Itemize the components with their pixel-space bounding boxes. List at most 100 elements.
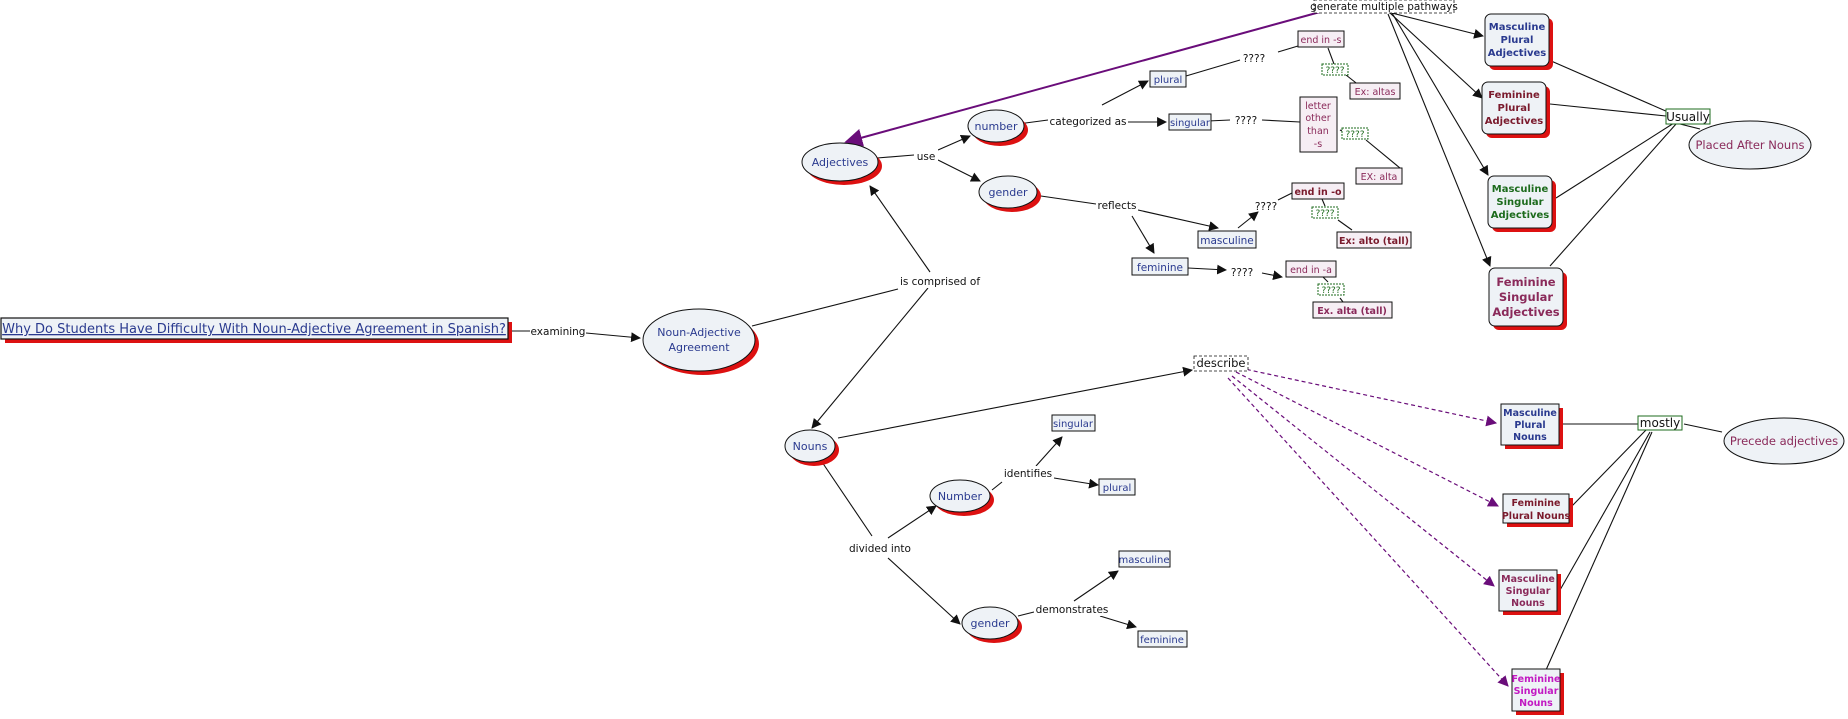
svg-text:Ex: altas: Ex: altas [1355,87,1396,98]
svg-text:Nouns: Nouns [1511,598,1545,609]
q-box: ???? [1341,127,1369,140]
title-node[interactable]: Why Do Students Have Difficulty With Nou… [0,317,512,343]
svg-text:Adjectives: Adjectives [1485,116,1544,127]
box-end-in-o: end in -o [1291,182,1345,200]
noun-type-feminine-singular: Feminine Singular Nouns [1511,668,1564,715]
svg-text:Adjectives: Adjectives [1492,305,1559,319]
svg-text:Feminine: Feminine [1496,275,1555,289]
link-qmarks-masculine: ???? [1255,201,1277,213]
box-singular: singular [1168,113,1212,131]
box-end-in-a: end in -a [1285,260,1337,278]
box-plural: plural [1149,70,1187,88]
link-divided-into: divided into [849,543,911,555]
box-noun-feminine: feminine [1137,630,1188,648]
concept-adj-number: number [967,109,1028,146]
svg-text:Ex: alto (tall): Ex: alto (tall) [1339,236,1409,247]
box-noun-plural: plural [1098,478,1136,496]
concept-label: Number [938,490,983,503]
link-generate-multiple-pathways: generate multiple pathways [1310,1,1458,13]
svg-text:end in -a: end in -a [1290,265,1332,276]
box-ex-alto: Ex: alto (tall) [1336,231,1412,249]
svg-text:Plural: Plural [1501,35,1534,46]
link-mostly: mostly [1640,416,1680,430]
svg-text:Feminine: Feminine [1512,498,1561,509]
concept-adjectives: Adjectives [801,142,882,185]
link-is-comprised-of: is comprised of [900,276,980,288]
svg-text:other: other [1305,113,1330,124]
link-usually: Usually [1666,110,1710,124]
q-box: ???? [1317,283,1345,296]
link-labels: examining is comprised of use categorize… [530,0,1711,616]
svg-text:end in -o: end in -o [1294,187,1342,198]
q-box: ???? [1311,206,1339,219]
svg-text:Singular: Singular [1506,586,1551,597]
concept-label: Agreement [668,341,730,354]
link-qmarks-feminine: ???? [1231,267,1253,279]
svg-text:Ex. alta (tall): Ex. alta (tall) [1317,306,1387,317]
svg-text:Feminine: Feminine [1488,90,1540,101]
noun-type-feminine-plural: Feminine Plural Nouns [1502,493,1573,527]
link-categorized-as: categorized as [1050,116,1127,128]
svg-text:????: ???? [1315,209,1334,219]
svg-text:than: than [1307,126,1329,137]
concept-label: Nouns [793,440,828,453]
describe-arrows [1227,367,1509,687]
adj-type-feminine-singular: Feminine Singular Adjectives [1488,267,1567,330]
concept-label: Adjectives [812,156,869,169]
svg-text:EX: alta: EX: alta [1361,172,1398,183]
svg-text:Nouns: Nouns [1519,698,1553,709]
adj-type-masculine-singular: Masculine Singular Adjectives [1487,175,1556,232]
svg-text:masculine: masculine [1119,555,1170,566]
svg-text:-s: -s [1314,139,1322,150]
concept-placed-after-nouns: Placed After Nouns [1688,120,1812,170]
link-use: use [917,151,936,163]
svg-text:Singular: Singular [1499,290,1554,304]
concept-label: gender [989,186,1028,199]
box-ex-alta-tall: Ex. alta (tall) [1312,301,1393,319]
svg-text:Masculine: Masculine [1501,574,1555,585]
svg-text:Masculine: Masculine [1489,22,1546,33]
concept-label: Noun-Adjective [657,326,741,339]
box-end-in-s: end in -s [1297,30,1345,48]
svg-text:end in -s: end in -s [1301,35,1342,46]
box-letter-other-than-s: letter other than -s [1299,96,1338,153]
concept-label: number [975,120,1018,133]
svg-text:????: ???? [1345,130,1364,140]
title-link[interactable]: Why Do Students Have Difficulty With Nou… [2,322,506,337]
svg-text:Nouns: Nouns [1513,432,1547,443]
svg-text:feminine: feminine [1137,262,1183,274]
connectors [512,11,1723,671]
adj-type-masculine-plural: Masculine Plural Adjectives [1484,13,1553,70]
svg-text:Plural: Plural [1514,420,1545,431]
svg-text:feminine: feminine [1140,635,1184,646]
svg-text:Plural: Plural [1498,103,1531,114]
noun-type-masculine-singular: Masculine Singular Nouns [1498,569,1561,615]
svg-text:singular: singular [1170,118,1211,129]
q-box: ???? [1321,63,1349,76]
link-qmarks-plural: ???? [1243,53,1265,65]
concept-label: gender [971,617,1010,630]
box-ex-alta: EX: alta [1355,167,1403,185]
concept-noun-number: Number [929,479,994,516]
concept-noun-gender: gender [961,606,1022,643]
link-demonstrates: demonstrates [1036,604,1109,616]
link-identifies: identifies [1004,468,1052,480]
pathway-arrow [844,11,1321,147]
box-noun-singular: singular [1051,414,1096,432]
svg-text:Masculine: Masculine [1492,184,1549,195]
box-masculine: masculine [1197,230,1257,249]
concept-label: Placed After Nouns [1695,138,1804,152]
box-ex-altas: Ex: altas [1349,82,1401,100]
adj-type-feminine-plural: Feminine Plural Adjectives [1481,81,1550,138]
box-feminine: feminine [1131,257,1189,276]
svg-text:Singular: Singular [1514,686,1559,697]
concept-noun-adjective-agreement: Noun-Adjective Agreement [642,308,759,375]
svg-text:Feminine: Feminine [1512,674,1561,685]
link-examining: examining [531,326,586,338]
link-qmarks-singular: ???? [1235,115,1257,127]
concept-adj-gender: gender [978,175,1041,212]
concept-nouns: Nouns [784,429,839,466]
concept-label: Precede adjectives [1730,434,1838,448]
box-noun-masculine: masculine [1118,550,1171,568]
